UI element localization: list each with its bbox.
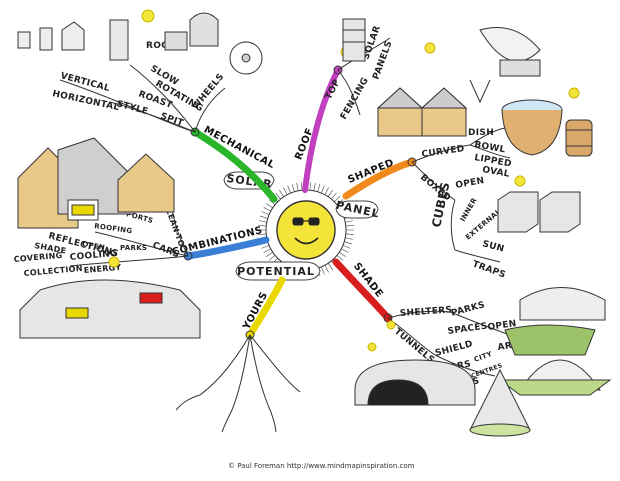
svg-text:SPACES: SPACES [447, 321, 488, 337]
branch-yours-line [246, 276, 286, 339]
combination-houses-illustration [17, 137, 175, 229]
branch-combinations-line [184, 236, 270, 260]
svg-text:OVAL: OVAL [481, 165, 510, 180]
svg-text:SHELTERS: SHELTERS [400, 305, 453, 319]
svg-text:TRAPS: TRAPS [471, 259, 507, 280]
svg-text:POTENTIAL: POTENTIAL [237, 265, 315, 278]
svg-text:CURVED: CURVED [421, 144, 465, 160]
svg-text:VERTICAL: VERTICAL [59, 71, 111, 94]
tunnel-illustration [354, 359, 476, 406]
branch-shade-line [332, 258, 392, 322]
barrel-illustration [565, 119, 593, 157]
svg-text:PARKS: PARKS [450, 300, 486, 319]
svg-text:FENCING: FENCING [339, 76, 371, 122]
svg-text:TOP: TOP [324, 78, 343, 102]
svg-text:COVERING: COVERING [13, 251, 63, 264]
svg-text:LEAN-TO: LEAN-TO [164, 208, 186, 249]
credit-text: © Paul Foreman http://www.mindmapinspira… [228, 462, 415, 470]
branch-shaped-line [342, 158, 416, 200]
cone-tent-illustration [469, 368, 531, 437]
tent-illustration [498, 359, 612, 396]
svg-text:ROOF: ROOF [146, 41, 176, 51]
mechanical-words: SLOW ROTATING ROAST SPIT STYLE WHEELS VE… [51, 41, 226, 129]
branch-mechanical-line [191, 128, 278, 203]
svg-text:OPEN: OPEN [455, 176, 485, 191]
carpark-illustration [19, 279, 201, 339]
sub-branch-lines [59, 37, 511, 433]
svg-text:OPEN: OPEN [82, 240, 106, 252]
svg-text:PARKS: PARKS [120, 244, 147, 252]
cubes-illustration [497, 191, 581, 233]
bowl-illustration [501, 99, 563, 156]
svg-text:HORIZONTAL: HORIZONTAL [51, 89, 120, 113]
shelter-illustration [504, 287, 606, 356]
shaped-houses-illustration [376, 79, 491, 137]
svg-text:DISH: DISH [468, 128, 494, 138]
svg-text:SHIELD: SHIELD [434, 339, 474, 359]
svg-text:COLLECTION: COLLECTION [23, 264, 83, 278]
center-word-potential: POTENTIAL [235, 261, 321, 281]
solar-tower-illustration [342, 18, 366, 62]
svg-text:COOLING: COOLING [69, 249, 118, 263]
center-word-panel: PANEL [335, 199, 381, 221]
dish-illustration [479, 27, 541, 77]
branch-roof-line [302, 67, 341, 193]
svg-text:SUN: SUN [481, 239, 505, 254]
sun-face [276, 200, 336, 260]
mechanical-devices-illustration [17, 12, 263, 75]
sun-face-icon [292, 217, 320, 245]
svg-text:STYLE: STYLE [115, 99, 149, 117]
svg-text:CITY: CITY [473, 350, 494, 364]
svg-text:INNER: INNER [459, 196, 479, 223]
